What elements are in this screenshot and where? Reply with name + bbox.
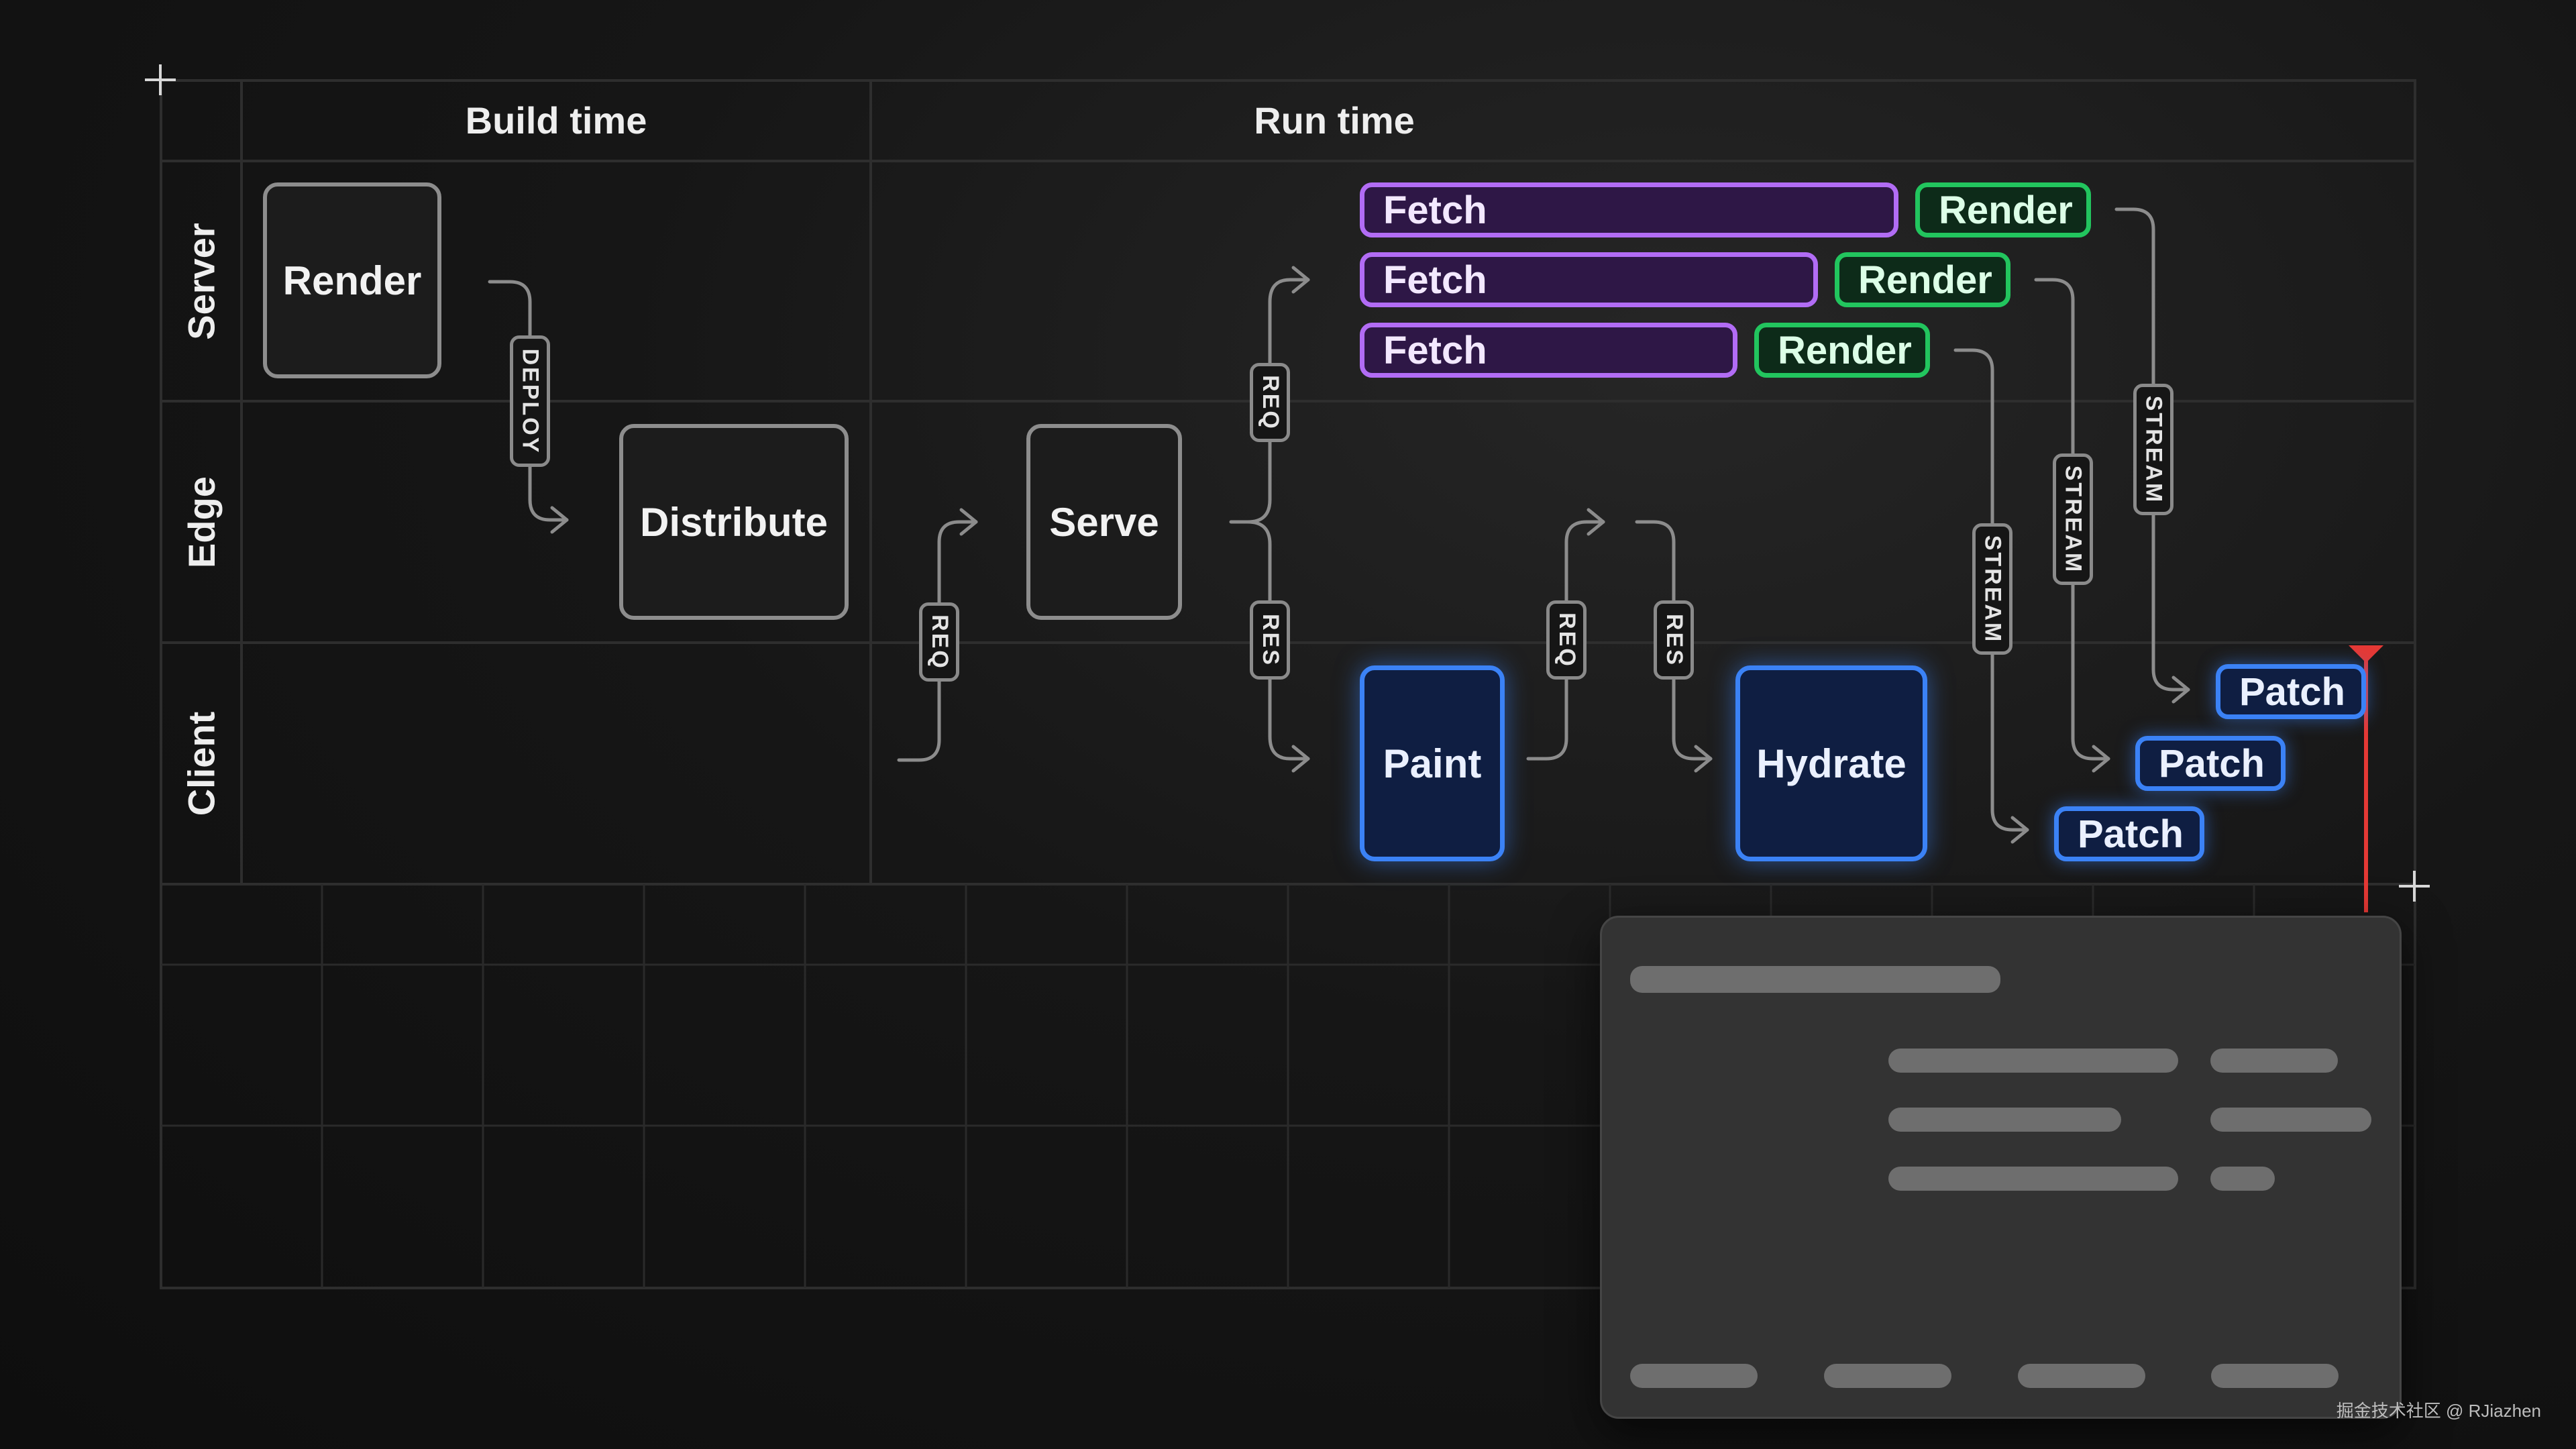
watermark: 掘金技术社区 @ RJiazhen <box>2336 1401 2541 1421</box>
stream-label-1: STREAM <box>2133 384 2174 515</box>
deploy-label: DEPLOY <box>510 335 550 467</box>
fetch-pill-1: Fetch <box>1360 182 1898 237</box>
stream-label-3: STREAM <box>1972 523 2012 655</box>
serve-node: Serve <box>1026 424 1182 620</box>
req-server-arrowhead <box>1291 266 1310 294</box>
stream-1-arrowhead <box>2171 676 2190 704</box>
skeleton-line <box>2210 1167 2275 1191</box>
skeleton-line <box>2210 1049 2338 1073</box>
skeleton-line <box>1888 1049 2178 1073</box>
patch-pill-1: Patch <box>2216 664 2366 719</box>
req-label-paint: REQ <box>1546 600 1587 680</box>
patch-pill-3: Patch <box>2054 806 2204 861</box>
skeleton-caption <box>2018 1364 2145 1388</box>
page-preview-card <box>1600 916 2402 1419</box>
row-header-server: Server <box>180 222 223 340</box>
plus-icon <box>2399 871 2430 902</box>
column-header-run: Run time <box>1254 99 1415 142</box>
res-hydrate-arrowhead <box>1694 745 1713 773</box>
deploy-arrowhead <box>550 506 569 534</box>
skeleton-line <box>2210 1108 2371 1132</box>
paint-node: Paint <box>1360 665 1505 861</box>
skeleton-title <box>1630 966 2000 993</box>
render-pill-2: Render <box>1835 252 2010 307</box>
row-header-client: Client <box>180 711 223 816</box>
res-label-client: RES <box>1250 600 1290 680</box>
skeleton-caption <box>2211 1364 2339 1388</box>
req-paint-arrowhead <box>1587 508 1605 536</box>
hydrate-node: Hydrate <box>1735 665 1927 861</box>
fetch-pill-2: Fetch <box>1360 252 1818 307</box>
req-client-arrowhead <box>959 508 978 536</box>
res-label-hydrate: RES <box>1654 600 1694 680</box>
render-node: Render <box>263 182 441 378</box>
column-header-build: Build time <box>465 99 647 142</box>
res-client-connector <box>1246 520 1310 761</box>
skeleton-line <box>1888 1108 2121 1132</box>
skeleton-caption <box>1824 1364 1951 1388</box>
patch-pill-2: Patch <box>2135 736 2286 791</box>
fetch-pill-3: Fetch <box>1360 323 1737 378</box>
res-client-arrowhead <box>1291 745 1310 773</box>
stream-3-arrowhead <box>2010 816 2029 844</box>
skeleton-line <box>1888 1167 2178 1191</box>
row-header-edge: Edge <box>180 476 223 568</box>
distribute-node: Distribute <box>619 424 849 620</box>
req-label-server: REQ <box>1250 363 1290 442</box>
skeleton-caption <box>1630 1364 1758 1388</box>
plus-icon <box>145 64 176 95</box>
req-label-client: REQ <box>919 602 959 682</box>
render-pill-1: Render <box>1915 182 2091 237</box>
render-pill-3: Render <box>1754 323 1930 378</box>
stream-2-arrowhead <box>2092 745 2110 773</box>
timeline-marker <box>2349 645 2383 912</box>
stream-label-2: STREAM <box>2053 453 2093 585</box>
